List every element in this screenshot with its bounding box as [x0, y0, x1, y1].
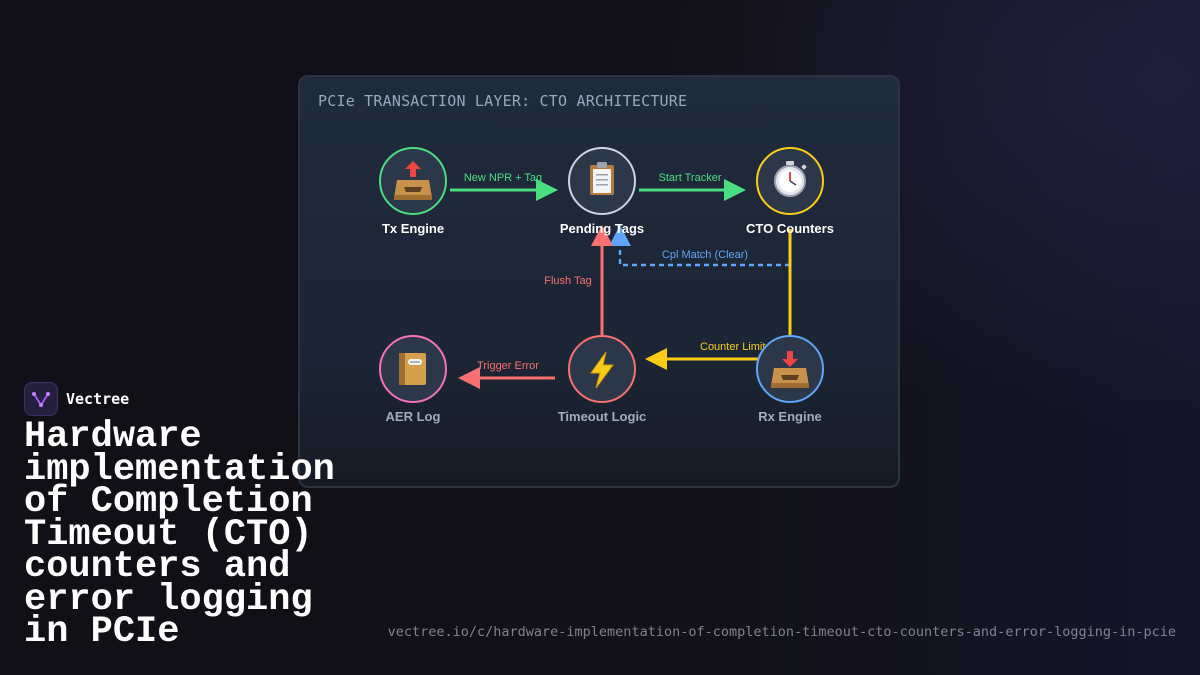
node-cto-counters: CTO Counters [746, 147, 834, 236]
node-label-pending-tags: Pending Tags [560, 221, 644, 236]
edge-label-cpl-match: Cpl Match (Clear) [662, 249, 748, 261]
brand-name: Vectree [66, 390, 130, 408]
clipboard-icon [590, 162, 614, 195]
outbox-tray-icon [394, 161, 432, 200]
notebook-icon [399, 353, 426, 385]
inbox-tray-icon [771, 351, 809, 388]
edge-label-start-tracker: Start Tracker [659, 172, 722, 184]
edge-cpl-match: Cpl Match (Clear) [609, 225, 790, 267]
node-timeout-logic: Timeout Logic [558, 335, 647, 424]
edge-label-flush-tag: Flush Tag [544, 275, 592, 287]
node-rx-engine: Rx Engine [756, 335, 824, 424]
architecture-diagram: New NPR + Tag Start Tracker Cpl Match (C… [379, 147, 834, 424]
node-pending-tags: Pending Tags [560, 147, 644, 236]
node-label-tx-engine: Tx Engine [382, 221, 444, 236]
lightning-icon [590, 351, 614, 389]
node-label-timeout-logic: Timeout Logic [558, 409, 647, 424]
node-label-aer-log: AER Log [386, 409, 441, 424]
vectree-logo-icon [24, 382, 58, 416]
edge-new-npr: New NPR + Tag [450, 172, 558, 201]
edge-label-new-npr: New NPR + Tag [464, 172, 542, 184]
edge-flush-tag: Flush Tag [544, 225, 613, 335]
node-label-rx-engine: Rx Engine [758, 409, 822, 424]
node-label-cto-counters: CTO Counters [746, 221, 834, 236]
edge-label-counter-limit: Counter Limit [700, 341, 765, 353]
brand: Vectree [24, 382, 129, 416]
diagram-title: PCIe TRANSACTION LAYER: CTO ARCHITECTURE [318, 92, 688, 110]
diagram-panel: PCIe TRANSACTION LAYER: CTO ARCHITECTURE… [298, 75, 900, 488]
stopwatch-icon [774, 161, 807, 197]
edge-trigger-error: Trigger Error [458, 360, 555, 389]
page-url: vectree.io/c/hardware-implementation-of-… [387, 624, 1176, 640]
edge-label-trigger-error: Trigger Error [477, 360, 539, 372]
node-aer-log: AER Log [379, 335, 447, 424]
edge-start-tracker: Start Tracker [639, 172, 746, 201]
node-tx-engine: Tx Engine [379, 147, 447, 236]
page-title: Hardware implementation of Completion Ti… [24, 416, 335, 653]
